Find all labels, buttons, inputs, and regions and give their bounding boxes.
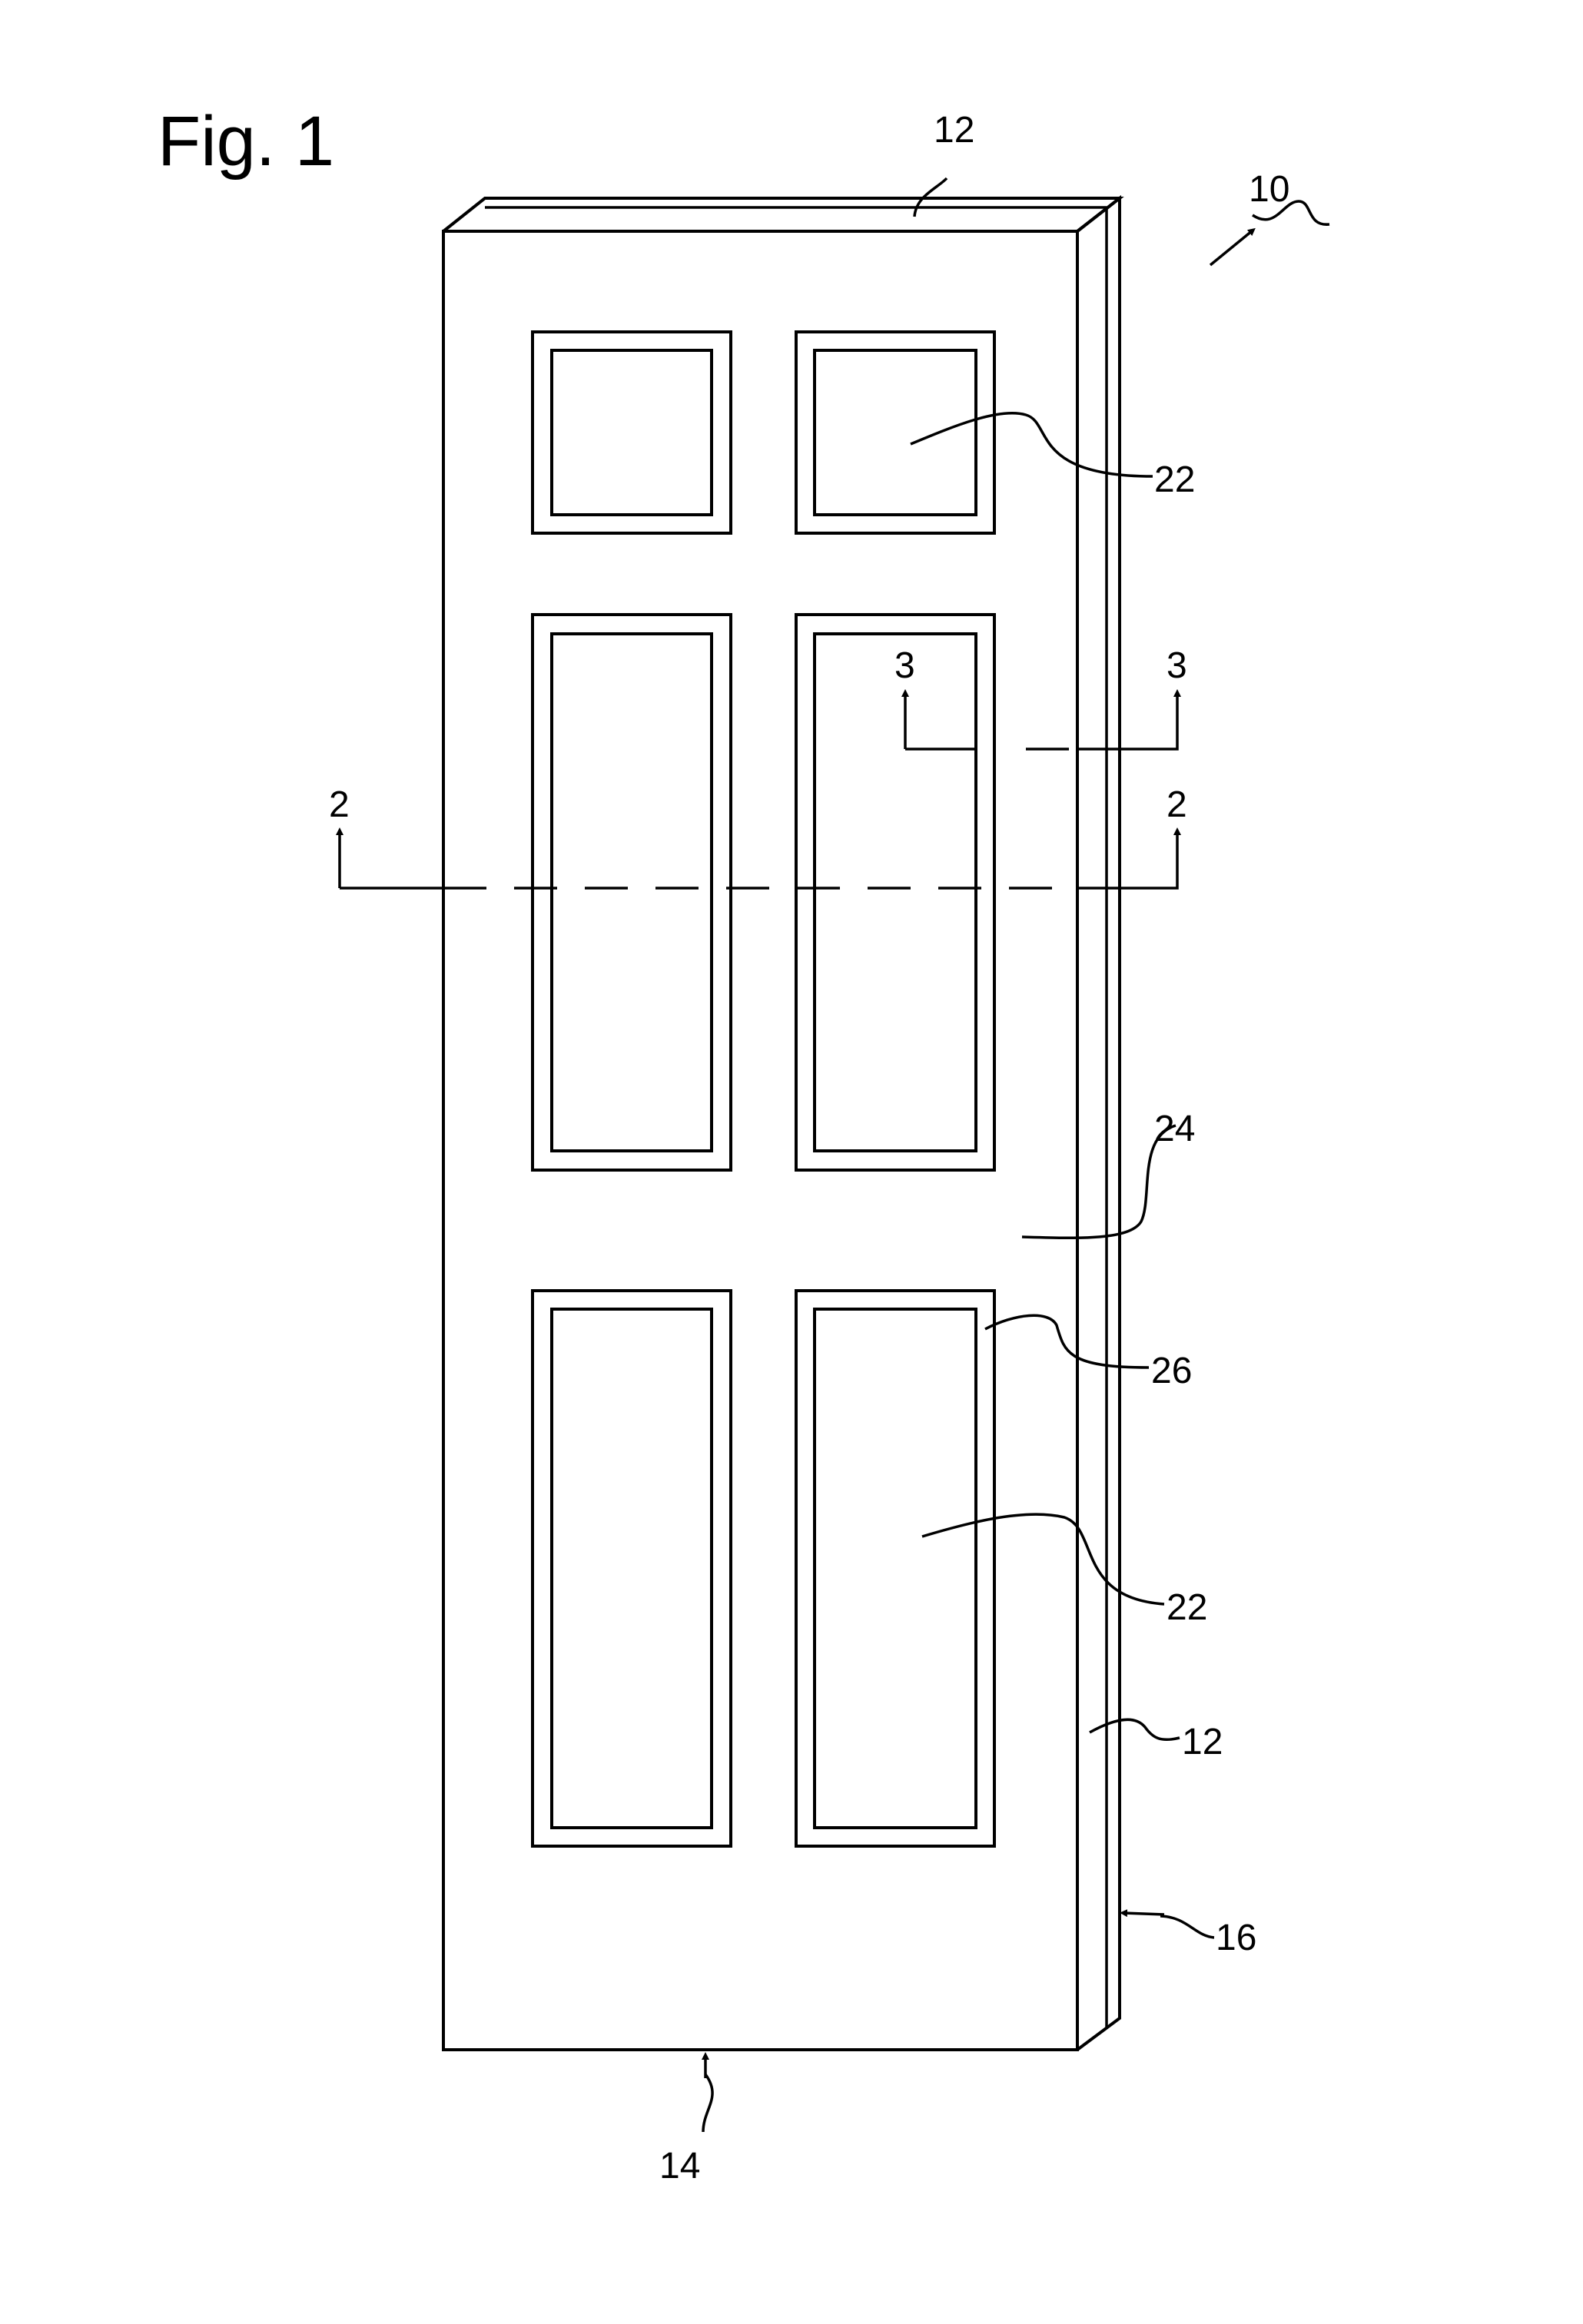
label-26: 26	[1151, 1351, 1192, 1391]
panel-middle-left	[533, 615, 731, 1170]
door-side-face	[1077, 198, 1120, 2050]
door-slab	[443, 198, 1120, 2050]
label-16: 16	[1216, 1918, 1256, 1958]
leader-22-lower	[922, 1514, 1164, 1604]
section-2-left-label: 2	[329, 784, 350, 825]
label-12-top: 12	[934, 110, 974, 151]
door-front-face	[443, 231, 1077, 2050]
label-22-upper: 22	[1154, 459, 1195, 500]
panel-top-left	[533, 332, 731, 533]
panel-middle-right	[796, 615, 994, 1170]
leader-16	[1160, 1916, 1214, 1938]
panel-top-right	[796, 332, 994, 533]
panel-bottom-right	[796, 1291, 994, 1846]
section-2-right-label: 2	[1167, 784, 1187, 825]
section-3-right-label: 3	[1167, 645, 1187, 686]
section-3-left-label: 3	[894, 645, 915, 686]
label-10: 10	[1249, 169, 1289, 210]
section-line-3: 3 3	[894, 645, 1187, 749]
leader-26	[985, 1315, 1149, 1368]
label-14: 14	[659, 2146, 700, 2186]
leader-24	[1022, 1126, 1176, 1238]
leader-14	[703, 2074, 712, 2132]
figure-title: Fig. 1	[158, 102, 334, 181]
label-22-lower: 22	[1167, 1587, 1207, 1628]
panel-bottom-left	[533, 1291, 731, 1846]
label-24: 24	[1154, 1109, 1195, 1149]
leader-22-upper	[911, 413, 1153, 476]
section-line-2: 2 2	[329, 784, 1187, 888]
label-12-side: 12	[1182, 1722, 1223, 1762]
leader-12-side	[1090, 1719, 1180, 1739]
door-top-face	[443, 198, 1120, 231]
